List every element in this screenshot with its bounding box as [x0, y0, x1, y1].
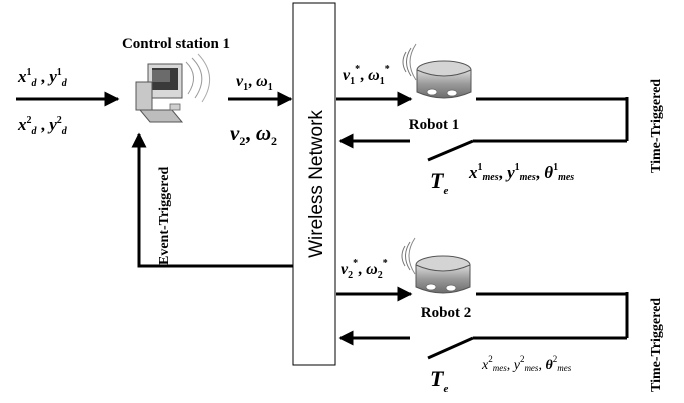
robot2-trigger-label: Time-Triggered: [649, 298, 664, 392]
robot1-period: Te: [430, 168, 448, 197]
robot2-period: Te: [430, 366, 448, 395]
robot2-command: v2*, ω2*: [341, 258, 388, 281]
robot1-sampling-switch: [427, 139, 474, 162]
robot2-icon: [401, 237, 471, 294]
robot1-feedback: x1mes, y1mes, θ1mes: [468, 162, 574, 183]
computer-icon: [135, 53, 210, 123]
robot1-icon: [402, 43, 472, 99]
robot2-feedback: x2mes, y2mes, θ2mes: [481, 354, 572, 373]
wireless-network-label: Wireless Network: [306, 110, 327, 258]
station-command-2: v2, ω2: [230, 121, 277, 148]
robot2-sampling-switch: [427, 336, 474, 360]
robot1-command: v1*, ω1*: [343, 64, 390, 87]
desired-reference-2: x2d , y2d: [17, 115, 68, 137]
robot1-label: Robot 1: [409, 117, 459, 133]
robot2-label: Robot 2: [421, 305, 471, 321]
desired-reference-1: x1d , y1d: [17, 67, 68, 89]
station-command-1: v1, ω1: [236, 73, 273, 93]
robot1-trigger-label: Time-Triggered: [649, 79, 664, 173]
control-station-title: Control station 1: [122, 36, 230, 52]
event-triggered-line: [131, 132, 293, 268]
event-triggered-label: Event-Triggered: [157, 167, 172, 265]
wireless-network-box: [292, 2, 336, 366]
